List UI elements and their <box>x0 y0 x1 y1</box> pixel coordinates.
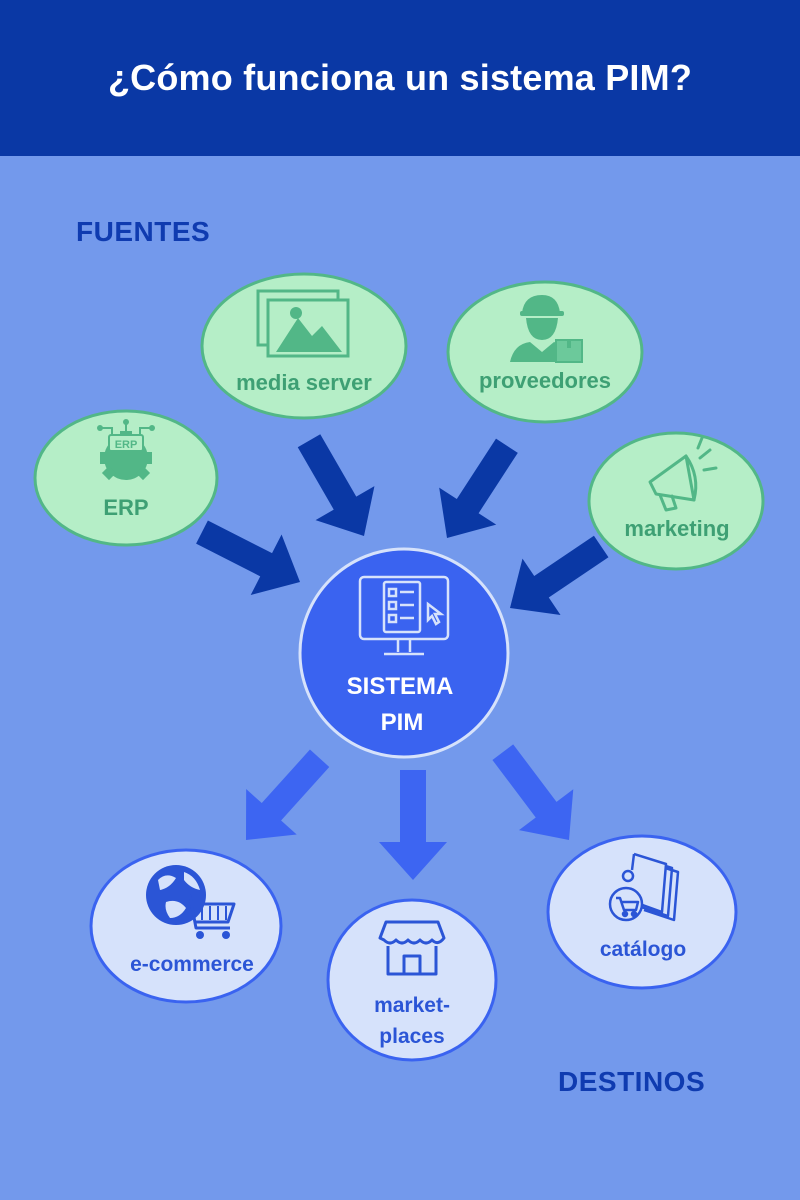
arrow-marketing-to-pim <box>510 535 609 615</box>
image-gallery-icon <box>256 289 350 358</box>
source-label-media-server: media server <box>236 370 372 395</box>
center-node-pim: SISTEMA PIM <box>298 547 510 759</box>
destination-node-catalogo: catálogo <box>546 834 738 990</box>
destination-node-marketplaces: market- places <box>326 898 498 1062</box>
destination-label-ecommerce: e-commerce <box>130 953 254 976</box>
monitor-list-icon <box>358 575 450 656</box>
source-node-erp: ERP ERP <box>33 409 219 547</box>
arrow-proveedores-to-pim <box>439 438 518 538</box>
destination-label-catalogo: catálogo <box>600 938 686 961</box>
svg-text:ERP: ERP <box>115 439 138 451</box>
erp-gear-icon: ERP <box>97 419 155 481</box>
storefront-icon <box>378 920 446 976</box>
destinations-section-label: DESTINOS <box>558 1066 706 1097</box>
page-title: ¿Cómo funciona un sistema PIM? <box>107 57 693 98</box>
arrow-pim-to-ecommerce <box>246 749 330 840</box>
globe-cart-icon <box>146 865 236 939</box>
destination-node-ecommerce: e-commerce <box>89 848 283 1004</box>
delivery-person-icon <box>510 295 583 363</box>
destination-label-marketplaces-line2: places <box>379 1025 444 1048</box>
megaphone-icon <box>648 436 718 512</box>
arrow-erp-to-pim <box>196 520 300 596</box>
source-label-erp: ERP <box>103 495 148 520</box>
source-node-marketing: marketing <box>587 431 765 571</box>
header-banner: ¿Cómo funciona un sistema PIM? <box>0 0 800 156</box>
center-label-line2: PIM <box>381 709 424 736</box>
source-label-proveedores: proveedores <box>479 368 611 393</box>
arrow-pim-to-catalogo <box>492 744 574 840</box>
center-label-line1: SISTEMA <box>347 673 454 700</box>
outgoing-arrows <box>246 744 574 880</box>
destination-label-marketplaces-line1: market- <box>374 994 450 1017</box>
sources-section-label: FUENTES <box>76 216 211 247</box>
source-label-marketing: marketing <box>624 516 729 541</box>
source-node-media-server: media server <box>200 272 408 420</box>
arrow-media-to-pim <box>297 434 375 536</box>
source-node-proveedores: proveedores <box>446 280 644 424</box>
catalog-icon <box>608 852 680 922</box>
arrow-pim-to-marketplaces <box>379 770 447 880</box>
incoming-arrows <box>196 434 609 615</box>
